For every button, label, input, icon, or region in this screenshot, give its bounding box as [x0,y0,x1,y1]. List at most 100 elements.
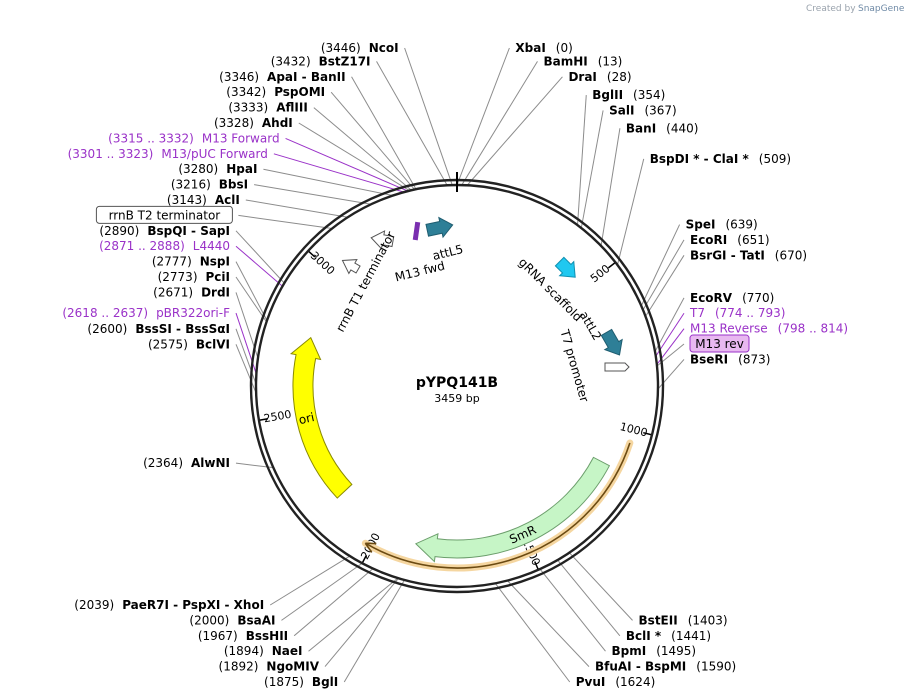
enzyme-name-bcli: BclI * [626,629,662,643]
enzyme-position-bgli: (1875) [264,675,304,689]
enzyme-name-drdi: DrdI [201,285,230,299]
primer-range-m13-forward: (3315 .. 3332) [108,131,194,145]
enzyme-name-ecorv: EcoRV [690,291,733,305]
enzyme-label-nspi: (2777)NspI [152,255,230,269]
enzyme-label-bsshii: (1967)BssHII [198,629,288,643]
leader-hpai [263,168,393,197]
enzyme-name-bseri: BseRI [690,352,728,366]
enzyme-label-afliii: (3333)AflIII [228,101,307,115]
tick-label-3000: 3000 [308,249,337,277]
enzyme-name-bbsi: BbsI [219,178,248,192]
enzyme-label-drdi: (2671)DrdI [153,285,230,299]
enzyme-label-pvui: PvuI(1624) [576,675,656,689]
primer-label-m13-forward: (3315 .. 3332)M13 Forward [108,131,279,145]
leader-bgli [343,579,405,683]
enzyme-position-ecorv: (770) [742,291,774,305]
enzyme-name-bspqi-sapi: BspQI - SapI [147,224,230,238]
enzyme-position-bfuai-bspmi: (1590) [696,660,736,674]
leader-bsrgi-tati [645,255,685,317]
enzyme-label-bspdi-clai: BspDI * - ClaI *(509) [650,152,791,166]
tick-label-2500: 2500 [263,408,293,426]
attl5-arrow-shape [425,216,454,239]
enzyme-label-ecorv: EcoRV (770) [690,291,774,305]
enzyme-name-bsteii: BstEII [639,613,678,627]
interior-label-attl2: attL2 [577,309,605,343]
enzyme-name-paer7i-pspxi-xhoi: PaeR7I - PspXI - XhoI [122,598,264,612]
credit: Created by SnapGene [806,4,904,14]
leader-bspqi-sapi [235,230,285,284]
enzyme-label-ngomiv: (1892)NgoMIV [219,660,320,674]
enzyme-name-nspi: NspI [200,255,230,269]
tick-mark-1000 [643,431,652,436]
enzyme-name-pspomi: PspOMI [274,85,325,99]
enzyme-label-naei: (1894)NaeI [224,644,303,658]
enzyme-label-bani: BanI(440) [626,121,699,135]
enzyme-position-drai: (28) [607,70,632,84]
feature-ori-arrow [289,336,353,499]
leader-spei [640,224,681,307]
plasmid-name: pYPQ141B [416,375,498,391]
boxed-label-rrnb-t2-terminator-frame [95,205,233,224]
enzyme-label-bsrgi-tati: BsrGI - TatI(670) [690,248,807,262]
leader-ecori [642,239,685,311]
tick-label-500: 500 [588,262,613,285]
enzyme-label-bpmi: BpmI(1495) [611,644,696,658]
enzyme-position-pspomi: (3342) [226,85,266,99]
enzyme-name-bspdi-clai: BspDI * - ClaI * [650,152,750,166]
primer-range-m13-puc-forward: (3301 .. 3323) [68,147,154,161]
enzyme-label-xbai: XbaI(0) [515,41,572,55]
primer-name-m13-reverse: M13 Reverse [690,322,768,336]
enzyme-name-bsaai: BsaAI [237,613,275,627]
enzyme-position-xbai: (0) [556,41,573,55]
enzyme-name-bglii: BglII [592,88,623,102]
enzyme-label-ahdi: (3328) AhdI [214,116,293,130]
primer-name-pbr322ori-f: pBR322ori-F [156,306,230,320]
leader-ncoi [404,47,453,186]
leader-pcii [235,276,267,323]
enzyme-name-pcii: PciI [206,270,231,284]
enzyme-label-bcli: BclI * (1441) [626,629,711,643]
enzyme-name-afliii: AflIII [276,101,308,115]
leader-l4440 [235,245,283,287]
enzyme-label-sali: SalI(367) [609,103,677,117]
leader-bstz17i [376,61,448,186]
enzyme-name-sali: SalI [609,103,634,117]
enzyme-position-ncoi: (3446) [321,41,361,55]
tick-mark-3000 [308,251,316,258]
leader-bpmi [539,568,606,652]
primer-range-pbr322ori-f: (2618 .. 2637) [62,306,148,320]
primer-name-m13-puc-forward: M13/pUC Forward [161,147,268,161]
leader-lines [235,47,685,683]
enzyme-position-bseri: (873) [738,352,770,366]
credit-brand: SnapGene [858,4,904,14]
enzyme-position-pcii: (2773) [158,270,198,284]
tick-mark-2000 [361,554,368,563]
enzyme-name-acli: AclI [215,193,240,207]
primer-label-m13-puc-forward: (3301 .. 3323) M13/pUC Forward [68,147,268,161]
feature-smr-arrow [414,456,611,563]
rrnb-t2-arrow-shape [370,230,395,250]
t7-promoter-arrow [604,362,630,372]
rrnb-t2-arrow [370,230,395,250]
enzyme-name-drai: DraI [568,70,596,84]
enzyme-position-bsaai: (2000) [189,613,229,627]
leader-bglii [577,95,587,226]
orf-highlight [361,439,634,572]
enzyme-position-bcli: (1441) [671,629,711,643]
enzyme-name-ahdi: AhdI [262,116,293,130]
tick-mark-1500 [534,561,539,570]
leader-ahdi [298,122,410,192]
enzyme-name-alwni: AlwNI [191,456,230,470]
tick-mark-500 [607,262,616,269]
enzyme-label-bglii: BglII(354) [592,88,665,102]
enzyme-label-bsteii: BstEII(1403) [639,613,728,627]
enzyme-label-alwni: (2364)AlwNI [143,456,230,470]
enzyme-position-spei: (639) [725,218,757,232]
enzyme-label-ncoi: (3446)NcoI [321,41,399,55]
tick-mark-2500 [259,417,268,421]
enzyme-label-bstz17i: (3432)BstZ17I [271,54,371,68]
leader-acli [245,199,348,218]
enzyme-position-ahdi: (3328) [214,116,254,130]
rrnb-t1-arrow-shape [341,259,361,275]
primer-range-m13-reverse: (798 .. 814) [778,322,848,336]
